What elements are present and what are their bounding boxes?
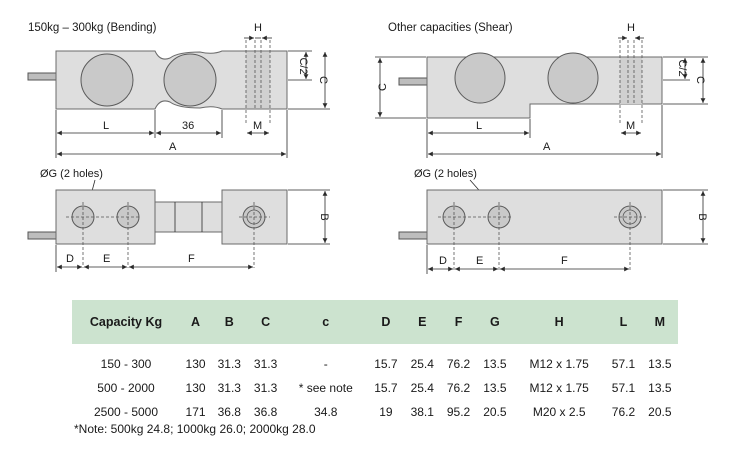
dim-label-c-left-side: C: [377, 83, 389, 91]
dim-label-d-left: D: [66, 253, 74, 265]
dim-label-l-right: L: [476, 120, 482, 132]
col-header: G: [476, 300, 514, 344]
table-cell: 31.3: [253, 381, 278, 395]
table-cell: 31.3: [217, 357, 241, 371]
load-cell-drawings: 150kg – 300kg (Bending) H C/2 C L 36 M A: [27, 22, 708, 274]
dim-label-c-right: C: [694, 76, 706, 84]
table-cell: 57.1: [611, 357, 636, 371]
table-cell: 15.7: [374, 381, 398, 395]
bending-dimension-lines: [55, 35, 330, 158]
table-cell: 171: [185, 405, 206, 419]
table-cell: 150 - 300: [100, 357, 152, 371]
table-row: 150 - 300 130 31.3 31.3 - 15.7 25.4 76.2…: [72, 352, 678, 376]
hole-label-left: ØG (2 holes): [40, 168, 103, 180]
col-header: M: [641, 300, 678, 344]
table-cell: 76.2: [446, 381, 471, 395]
table-cell: 500 - 2000: [97, 381, 155, 395]
dim-label-h: H: [254, 22, 262, 34]
shear-bottom-dimensions: [426, 189, 708, 274]
table-cell: * see note: [298, 381, 353, 395]
table-cell: 130: [185, 357, 206, 371]
table-cell: 19: [379, 405, 393, 419]
table-cell: 95.2: [446, 405, 471, 419]
col-header: B: [211, 300, 248, 344]
col-header: D: [367, 300, 405, 344]
table-cell: 38.1: [410, 405, 434, 419]
col-header: H: [513, 300, 606, 344]
table-cell: 31.3: [253, 357, 278, 371]
col-header: F: [440, 300, 477, 344]
table-cell: 13.5: [648, 381, 672, 395]
dim-label-b-right: B: [696, 213, 708, 220]
table-cell: 36.8: [217, 405, 241, 419]
table-cell: 76.2: [446, 357, 471, 371]
dim-label-c: C: [317, 76, 329, 84]
capacity-spec-table: Capacity Kg A B C c D E F G H L M 150 - …: [72, 300, 678, 424]
col-header: A: [180, 300, 212, 344]
table-cell: M12 x 1.75: [529, 357, 589, 371]
dim-label-36: 36: [182, 120, 194, 132]
table-row: 2500 - 5000 171 36.8 36.8 34.8 19 38.1 9…: [72, 400, 678, 424]
bending-bottom-dimensions: [55, 189, 330, 272]
table-cell: 13.5: [648, 357, 672, 371]
dim-label-c-half-right: C/2: [676, 59, 688, 76]
table-cell: 76.2: [611, 405, 636, 419]
table-cell: M20 x 2.5: [532, 405, 586, 419]
table-cell: M12 x 1.75: [529, 381, 589, 395]
table-cell: 13.5: [483, 381, 507, 395]
table-cell: 36.8: [253, 405, 278, 419]
col-header: E: [404, 300, 441, 344]
table-cell: 57.1: [611, 381, 636, 395]
dim-label-m-right: M: [626, 120, 635, 132]
table-cell: 31.3: [217, 381, 241, 395]
table-header-row: Capacity Kg A B C c D E F G H L M: [72, 300, 678, 344]
table-cell: 15.7: [374, 357, 398, 371]
col-header: Capacity Kg: [72, 300, 180, 344]
table-cell: 13.5: [483, 357, 507, 371]
dim-label-e-right: E: [476, 255, 483, 267]
dim-label-b-left: B: [318, 213, 330, 220]
bending-top-view: [27, 189, 288, 268]
right-title: Other capacities (Shear): [388, 22, 513, 34]
table-cell: 34.8: [314, 405, 338, 419]
col-header: L: [605, 300, 642, 344]
left-title: 150kg – 300kg (Bending): [28, 22, 157, 34]
bending-side-view: [27, 40, 288, 125]
table-row: 500 - 2000 130 31.3 31.3 * see note 15.7…: [72, 376, 678, 400]
footnote: *Note: 500kg 24.8; 1000kg 26.0; 2000kg 2…: [74, 422, 316, 436]
table-cell: 25.4: [410, 357, 434, 371]
shear-dimension-lines: [375, 35, 708, 158]
dim-label-c-half: C/2: [297, 57, 309, 74]
table-cell: -: [323, 357, 328, 371]
col-header: c: [283, 300, 368, 344]
table-cell: 130: [185, 381, 206, 395]
dim-label-a: A: [169, 141, 177, 153]
dim-label-l: L: [103, 120, 109, 132]
table-cell: 20.5: [648, 405, 672, 419]
dim-label-m: M: [253, 120, 262, 132]
hole-label-right: ØG (2 holes): [414, 168, 477, 180]
shear-top-view: [398, 189, 663, 270]
col-header: C: [247, 300, 284, 344]
dim-label-f-left: F: [188, 253, 195, 265]
dim-label-e-left: E: [103, 253, 110, 265]
dim-label-a-right: A: [543, 141, 551, 153]
table-cell: 25.4: [410, 381, 434, 395]
dim-label-f-right: F: [561, 255, 568, 267]
table-cell: 20.5: [483, 405, 507, 419]
dim-label-d-right: D: [439, 255, 447, 267]
dim-label-h-right: H: [627, 22, 635, 34]
table-cell: 2500 - 5000: [93, 405, 159, 419]
shear-side-view: [398, 40, 663, 125]
